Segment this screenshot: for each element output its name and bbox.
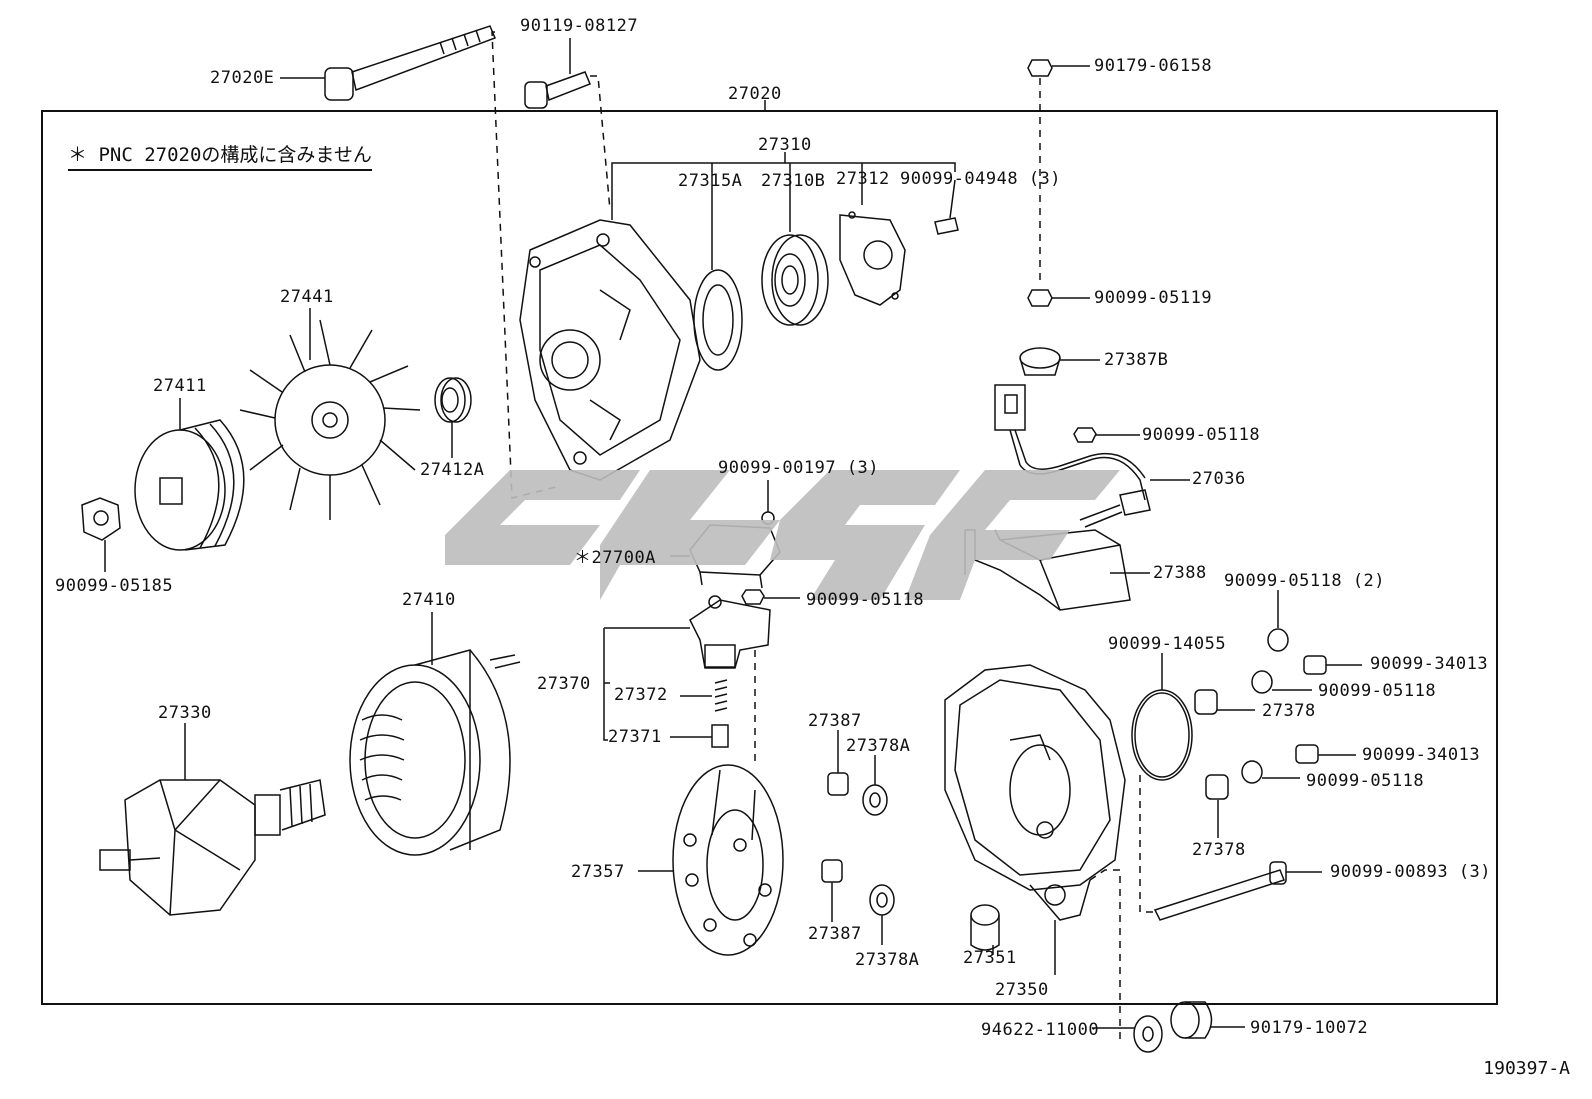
callout-27371[interactable]: 27371	[608, 727, 662, 747]
drive-end-frame	[519, 219, 701, 481]
callout-27412A[interactable]: 27412A	[420, 460, 485, 480]
callout-90099-05118-a[interactable]: 90099-05118	[1142, 425, 1261, 445]
callout-90099-05118-c[interactable]: 90099-05118	[1318, 681, 1437, 701]
callout-90099-00197[interactable]: 90099-00197 (3)	[718, 458, 880, 478]
o-ring-90099-14055	[1131, 653, 1193, 781]
callout-27372[interactable]: 27372	[614, 685, 668, 705]
callout-27357[interactable]: 27357	[571, 862, 625, 882]
terminal-27378-b	[1205, 774, 1229, 838]
nut-90099-05119	[1027, 289, 1090, 307]
spacer-27412A	[434, 377, 472, 458]
callout-27036[interactable]: 27036	[1192, 469, 1246, 489]
callout-27310[interactable]: 27310	[758, 135, 812, 155]
callout-90099-05119[interactable]: 90099-05119	[1094, 288, 1213, 308]
callout-27351[interactable]: 27351	[963, 948, 1017, 968]
brush-holder-27370	[603, 595, 771, 741]
callout-27700A[interactable]: ＊27700A	[574, 548, 656, 568]
callout-90099-05118-b[interactable]: 90099-05118	[806, 590, 925, 610]
callout-27312[interactable]: 27312	[836, 169, 890, 189]
rotor-27330	[99, 723, 326, 916]
washer-94622-11000	[1092, 1015, 1163, 1053]
cap-27387-a	[827, 730, 849, 796]
long-bolt-27020E	[280, 25, 496, 101]
brush-27371	[670, 724, 729, 748]
bushing-27351	[970, 904, 1000, 955]
callout-90099-05118-2[interactable]: 90099-05118 (2)	[1224, 571, 1386, 591]
callout-27310B[interactable]: 27310B	[761, 171, 826, 191]
through-bolt-90099-00893	[1153, 861, 1322, 921]
callout-27378-a[interactable]: 27378	[1262, 701, 1316, 721]
cap-90099-34013-a	[1303, 655, 1362, 675]
callout-90099-00893[interactable]: 90099-00893 (3)	[1330, 862, 1492, 882]
figure-id: 190397-A	[1483, 1058, 1570, 1079]
cap-27387-b	[821, 859, 843, 922]
callout-27370[interactable]: 27370	[537, 674, 591, 694]
callout-27020[interactable]: 27020	[728, 84, 782, 104]
nut-90099-05118-c	[1251, 670, 1312, 694]
callout-90099-34013-a[interactable]: 90099-34013	[1370, 654, 1489, 674]
wire-harness-27036	[994, 384, 1190, 528]
nut-90099-05118-b	[741, 589, 800, 605]
washer-27315A	[693, 269, 743, 371]
callout-27315A[interactable]: 27315A	[678, 171, 743, 191]
watermark-logo	[445, 470, 1120, 600]
nut-90179-10072	[1170, 1001, 1245, 1039]
nut-90179-06158	[1027, 59, 1090, 77]
nut-90099-05118-d	[1241, 760, 1300, 784]
callout-90179-06158[interactable]: 90179-06158	[1094, 56, 1213, 76]
callout-27020E[interactable]: 27020E	[210, 68, 275, 88]
callout-27387-b[interactable]: 27387	[808, 924, 862, 944]
bush-27378A-b	[869, 884, 895, 945]
callout-27387B[interactable]: 27387B	[1104, 350, 1169, 370]
callout-27350[interactable]: 27350	[995, 980, 1049, 1000]
cap-90099-34013-b	[1295, 744, 1356, 764]
screw-90099-04948	[934, 179, 959, 235]
nut-90099-05185	[81, 497, 121, 572]
callout-27378-b[interactable]: 27378	[1192, 840, 1246, 860]
callout-27387-a[interactable]: 27387	[808, 711, 862, 731]
callout-27378A-b[interactable]: 27378A	[855, 950, 920, 970]
callout-90179-10072[interactable]: 90179-10072	[1250, 1018, 1369, 1038]
bush-27378A-a	[862, 755, 888, 816]
callout-90099-14055[interactable]: 90099-14055	[1108, 634, 1227, 654]
callout-27330[interactable]: 27330	[158, 703, 212, 723]
stator-27410	[349, 612, 521, 856]
callout-27441[interactable]: 27441	[280, 287, 334, 307]
callout-90099-05118-d[interactable]: 90099-05118	[1306, 771, 1425, 791]
callout-27410[interactable]: 27410	[402, 590, 456, 610]
callout-94622-11000[interactable]: 94622-11000	[981, 1020, 1100, 1040]
callout-90099-04948[interactable]: 90099-04948 (3)	[900, 169, 1062, 189]
callout-27411[interactable]: 27411	[153, 376, 207, 396]
terminal-27378-a	[1194, 689, 1255, 715]
rear-frame-27350	[944, 664, 1126, 975]
screw-90099-00197	[761, 480, 775, 525]
bolt-90119	[524, 38, 591, 109]
pulley-27411	[134, 398, 245, 551]
spring-27372	[680, 679, 728, 712]
fan-27441	[239, 308, 421, 520]
bearing-27310B	[761, 234, 829, 326]
callout-90099-34013-b[interactable]: 90099-34013	[1362, 745, 1481, 765]
callout-27378A-a[interactable]: 27378A	[846, 736, 911, 756]
grommet-27387B	[1019, 347, 1100, 376]
nut-90099-05118-a	[1073, 427, 1140, 443]
callout-27388[interactable]: 27388	[1153, 563, 1207, 583]
callout-90119-08127[interactable]: 90119-08127	[520, 16, 639, 36]
plate-27312	[839, 211, 906, 306]
rectifier-27357	[638, 764, 784, 956]
note-not-included: ＊ PNC 27020の構成に含みません	[68, 140, 372, 171]
callout-90099-05185[interactable]: 90099-05185	[55, 576, 174, 596]
nut-90099-05118-2	[1267, 590, 1289, 652]
